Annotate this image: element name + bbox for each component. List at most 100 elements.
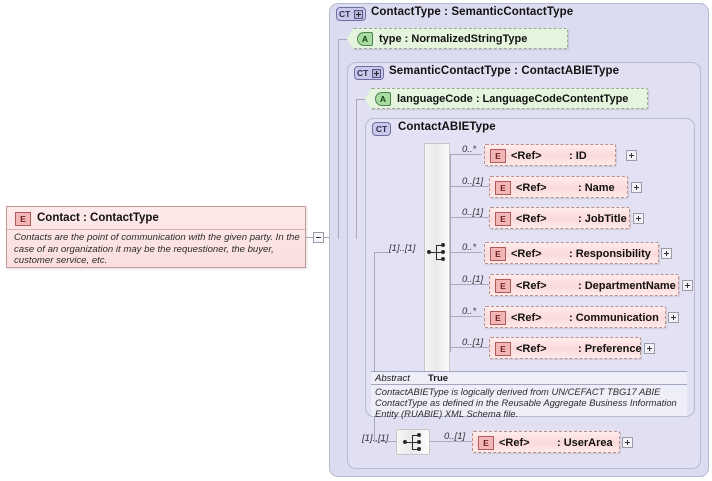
contact-card-title: Contact : ContactType <box>37 212 159 224</box>
ct-badge-text: CT <box>375 124 388 134</box>
element-ref-label: <Ref> <box>516 182 547 194</box>
element-badge-icon: E <box>495 279 511 293</box>
attribute-label-type: type : NormalizedStringType <box>379 33 528 45</box>
element-badge-icon: E <box>15 212 31 226</box>
expand-plus-icon-communication[interactable] <box>668 312 679 323</box>
connector-line <box>356 99 357 239</box>
ct-badge-contacttype[interactable]: CT <box>336 7 366 21</box>
element-ref-label: <Ref> <box>516 213 547 225</box>
element-row-departmentname[interactable]: E <Ref> : DepartmentName <box>489 274 679 296</box>
element-row-jobtitle[interactable]: E <Ref> : JobTitle <box>489 207 630 229</box>
ct-badge-text: CT <box>339 9 351 19</box>
attribute-row-type[interactable]: A type : NormalizedStringType <box>347 28 568 49</box>
occurrence-preference: 0..[1] <box>462 337 484 348</box>
element-badge-icon: E <box>490 149 506 163</box>
element-row-name[interactable]: E <Ref> : Name <box>489 176 628 198</box>
sequence-line <box>412 435 417 436</box>
abstract-documentation: ContactABIEType is logically derived fro… <box>375 386 677 419</box>
ct-badge-text: CT <box>357 68 369 78</box>
connector-line <box>374 252 375 440</box>
occurrence-departmentname: 0..[1] <box>462 274 484 285</box>
connector-line <box>356 99 368 100</box>
element-row-preference[interactable]: E <Ref> : Preference <box>489 337 642 359</box>
element-name-userarea: : UserArea <box>557 437 613 449</box>
connector-line <box>430 441 472 442</box>
expand-plus-icon-userarea[interactable] <box>622 437 633 448</box>
attribute-label-languagecode: languageCode : LanguageCodeContentType <box>397 93 629 105</box>
occurrence-userarea: 0..[1] <box>444 431 466 442</box>
connector-line <box>338 39 350 40</box>
connector-line <box>450 154 482 155</box>
connector-line <box>374 441 396 442</box>
element-ref-label: <Ref> <box>511 150 542 162</box>
element-name-communication: : Communication <box>569 312 659 324</box>
element-badge-icon: E <box>495 212 511 226</box>
connector-line <box>450 217 489 218</box>
abstract-value: True <box>428 373 449 384</box>
attribute-badge-icon: A <box>375 92 391 106</box>
compositor-occurrence: [1]..[1] <box>389 243 416 254</box>
expand-plus-icon-name[interactable] <box>631 182 642 193</box>
connector-line <box>450 316 482 317</box>
ct-badge-semanticcontacttype[interactable]: CT <box>354 66 384 80</box>
connector-line <box>450 284 489 285</box>
connector-line <box>450 154 451 352</box>
connector-line <box>450 186 489 187</box>
connector-line <box>450 252 482 253</box>
connector-line <box>450 347 489 348</box>
occurrence-jobtitle: 0..[1] <box>462 207 484 218</box>
expand-plus-icon-preference[interactable] <box>644 343 655 354</box>
contact-element-card[interactable]: E Contact : ContactType Contacts are the… <box>6 206 306 268</box>
sequence-dot <box>417 447 421 451</box>
sequence-dot <box>417 433 421 437</box>
ct-badge-contactabietype[interactable]: CT <box>372 122 391 136</box>
attribute-row-languagecode[interactable]: A languageCode : LanguageCodeContentType <box>365 88 648 109</box>
sequence-line <box>436 252 441 253</box>
occurrence-name: 0..[1] <box>462 176 484 187</box>
abstract-key: Abstract <box>375 373 410 384</box>
attribute-nose-icon <box>347 29 353 49</box>
panel-title-contactabietype: ContactABIEType <box>398 121 496 133</box>
sequence-dot <box>441 243 445 247</box>
panel-title-semanticcontacttype: SemanticContactType : ContactABIEType <box>389 65 620 77</box>
element-row-responsibility[interactable]: E <Ref> : Responsibility <box>484 242 659 264</box>
element-ref-label: <Ref> <box>516 343 547 355</box>
element-row-userarea[interactable]: E <Ref> : UserArea <box>472 431 620 453</box>
element-ref-label: <Ref> <box>511 248 542 260</box>
occurrence-communication: 0..* <box>462 306 477 317</box>
expand-plus-icon-id[interactable] <box>626 150 637 161</box>
element-badge-icon: E <box>490 311 506 325</box>
element-badge-icon: E <box>495 181 511 195</box>
occurrence-id: 0..* <box>462 144 477 155</box>
expand-plus-icon-responsibility[interactable] <box>661 248 672 259</box>
expand-plus-icon-jobtitle[interactable] <box>633 213 644 224</box>
expand-plus-icon[interactable] <box>372 69 381 78</box>
connector-line <box>374 252 389 253</box>
collapse-minus-icon[interactable] <box>313 232 324 243</box>
element-row-communication[interactable]: E <Ref> : Communication <box>484 306 666 328</box>
attribute-nose-icon <box>365 89 371 109</box>
connector-line <box>306 237 313 238</box>
element-name-responsibility: : Responsibility <box>569 248 651 260</box>
sequence-line <box>412 442 417 443</box>
occurrence-responsibility: 0..* <box>462 242 477 253</box>
sequence-icon[interactable] <box>403 433 423 451</box>
element-badge-icon: E <box>495 342 511 356</box>
sequence-dot <box>417 440 421 444</box>
element-name-name: : Name <box>578 182 615 194</box>
element-ref-label: <Ref> <box>516 280 547 292</box>
sequence-icon[interactable] <box>427 243 447 261</box>
element-name-id: : ID <box>569 150 587 162</box>
sequence-line <box>431 252 436 253</box>
element-row-id[interactable]: E <Ref> : ID <box>484 144 616 166</box>
sequence-dot <box>403 440 407 444</box>
element-name-departmentname: : DepartmentName <box>578 280 676 292</box>
expand-plus-icon-departmentname[interactable] <box>682 280 693 291</box>
abstract-row <box>371 372 687 385</box>
expand-plus-icon[interactable] <box>354 10 363 19</box>
userarea-compositor-occurrence: [1]..[1] <box>362 433 389 444</box>
contact-card-header <box>7 207 305 230</box>
sequence-line <box>412 449 417 450</box>
element-badge-icon: E <box>490 247 506 261</box>
sequence-dot <box>441 257 445 261</box>
